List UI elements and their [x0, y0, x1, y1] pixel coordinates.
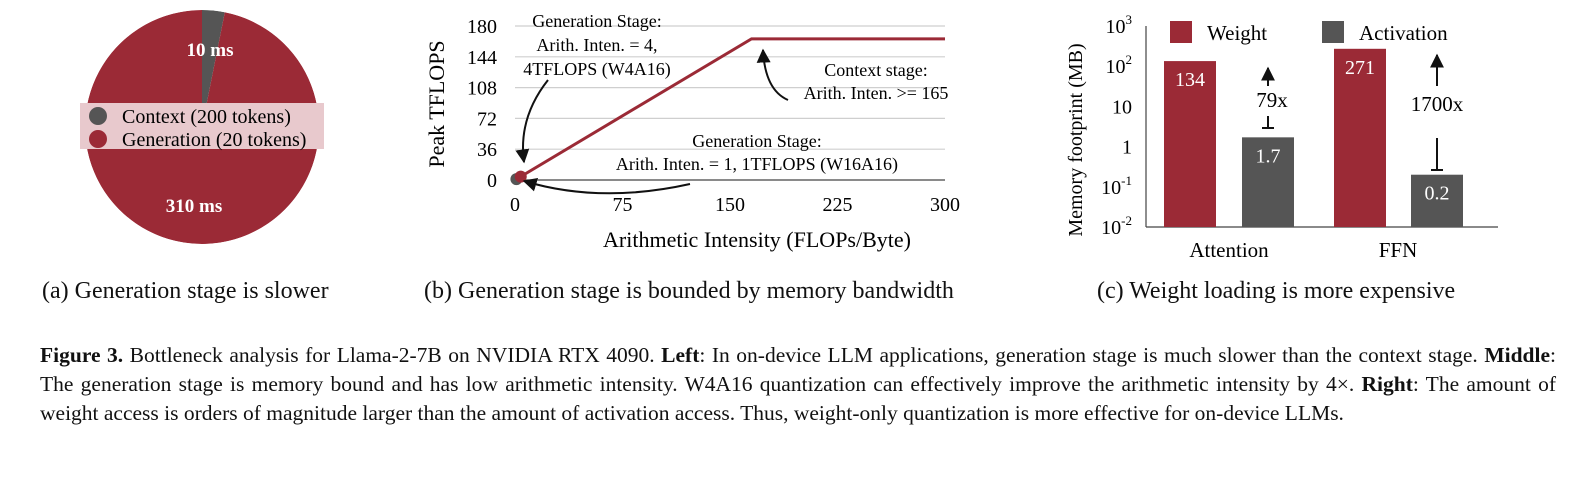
legend-label-generation: Generation (20 tokens): [122, 129, 306, 151]
annotation-arrow-generation-w4: [515, 79, 549, 164]
bar-activation-attention: [1242, 137, 1294, 227]
bar-activation-ffn: [1411, 174, 1463, 227]
x-tick-label: 300: [930, 194, 960, 216]
x-axis-label: Arithmetic Intensity (FLOPs/Byte): [603, 227, 911, 252]
annotation-generation-w4: Generation Stage: Arith. Inten. = 4, 4TF…: [523, 11, 671, 80]
caption-right-text: : The amount of weight access is orders …: [40, 372, 1556, 425]
y-axis-label: Memory footprint (MB): [1065, 43, 1087, 236]
annotation-generation-w16: Generation Stage: Arith. Inten. = 1, 1TF…: [616, 131, 898, 175]
roofline-series: [514, 37, 945, 182]
y-tick-label: 72: [477, 108, 497, 130]
x-tick-label: 150: [715, 194, 745, 216]
annotation-arrow-context: [756, 48, 789, 101]
caption-right-label: Right: [1361, 372, 1413, 396]
y-axis-label: Peak TFLOPS: [424, 40, 449, 167]
legend-label-weight: Weight: [1207, 21, 1267, 45]
x-tick-label: 225: [823, 194, 853, 216]
ratio-indicator-ffn: 1700x: [1411, 53, 1464, 171]
bar-weight-attention: [1164, 61, 1216, 227]
x-category-label: Attention: [1189, 238, 1269, 262]
annotation-line: Arith. Inten. = 4,: [536, 35, 657, 55]
ratio-label-ffn: 1700x: [1411, 92, 1464, 116]
bar-value-label: 1.7: [1256, 145, 1281, 167]
y-tick-label: 10: [1112, 96, 1132, 118]
annotation-arrow-generation-w16: [522, 177, 691, 195]
pie-legend-band: [80, 103, 324, 149]
caption-left-label: Left: [661, 343, 700, 367]
x-tick-label: 75: [613, 194, 633, 216]
annotation-context: Context stage: Arith. Inten. >= 165: [804, 60, 949, 103]
caption-intro: Bottleneck analysis for Llama-2-7B on NV…: [129, 343, 655, 367]
y-tick-label: 144: [467, 47, 497, 69]
y-tick-label: 10-1: [1101, 173, 1132, 199]
x-tick-label: 0: [510, 194, 520, 216]
y-tick-label: 103: [1106, 12, 1133, 38]
bar-value-label: 134: [1175, 69, 1205, 91]
panel-a-pie-chart: Context (200 tokens) Generation (20 toke…: [80, 10, 324, 244]
annotation-line: Context stage:: [824, 60, 927, 80]
annotation-line: Generation Stage:: [532, 11, 661, 31]
annotation-line: Arith. Inten. = 1, 1TFLOPS (W16A16): [616, 154, 898, 175]
legend-swatch-activation: [1322, 21, 1344, 43]
figure-caption: Figure 3. Bottleneck analysis for Llama-…: [40, 341, 1556, 428]
caption-middle-text: : The generation stage is memory bound a…: [40, 343, 1557, 396]
y-tick-label: 102: [1106, 52, 1133, 78]
annotation-line: Arith. Inten. >= 165: [804, 83, 949, 103]
annotation-line: Generation Stage:: [692, 131, 821, 151]
legend-label-context: Context (200 tokens): [122, 106, 291, 128]
legend-marker-generation: [89, 130, 107, 148]
ratio-label-attention: 79x: [1256, 88, 1288, 112]
y-tick-label: 0: [487, 170, 497, 192]
subcaption-c: (c) Weight loading is more expensive: [1097, 278, 1456, 304]
caption-middle-label: Middle: [1484, 343, 1551, 367]
figure-3: Context (200 tokens) Generation (20 toke…: [80, 10, 1498, 262]
bar-value-label: 271: [1345, 57, 1375, 79]
legend-swatch-weight: [1170, 21, 1192, 43]
annotation-line: 4TFLOPS (W4A16): [523, 59, 671, 80]
y-tick-label: 36: [477, 139, 497, 161]
subcaption-a: (a) Generation stage is slower: [42, 278, 329, 304]
bar-value-label: 0.2: [1425, 183, 1450, 205]
caption-label: Figure 3.: [40, 343, 124, 367]
pie-label-context: 10 ms: [187, 40, 234, 61]
pie-slice-context: [202, 10, 225, 127]
legend-marker-context: [89, 107, 107, 125]
ratio-indicator-attention: 79x: [1256, 66, 1288, 129]
y-tick-label: 180: [467, 16, 497, 38]
x-category-label: FFN: [1379, 238, 1418, 262]
y-tick-label: 108: [467, 78, 497, 100]
legend-label-activation: Activation: [1359, 21, 1448, 45]
pie-label-generation: 310 ms: [166, 196, 222, 217]
subcaption-b: (b) Generation stage is bounded by memor…: [424, 278, 954, 304]
y-tick-label: 1: [1122, 137, 1132, 159]
caption-left-text: : In on-device LLM applications, generat…: [699, 343, 1478, 367]
bar-weight-ffn: [1334, 48, 1386, 228]
y-tick-label: 10-2: [1101, 213, 1132, 239]
